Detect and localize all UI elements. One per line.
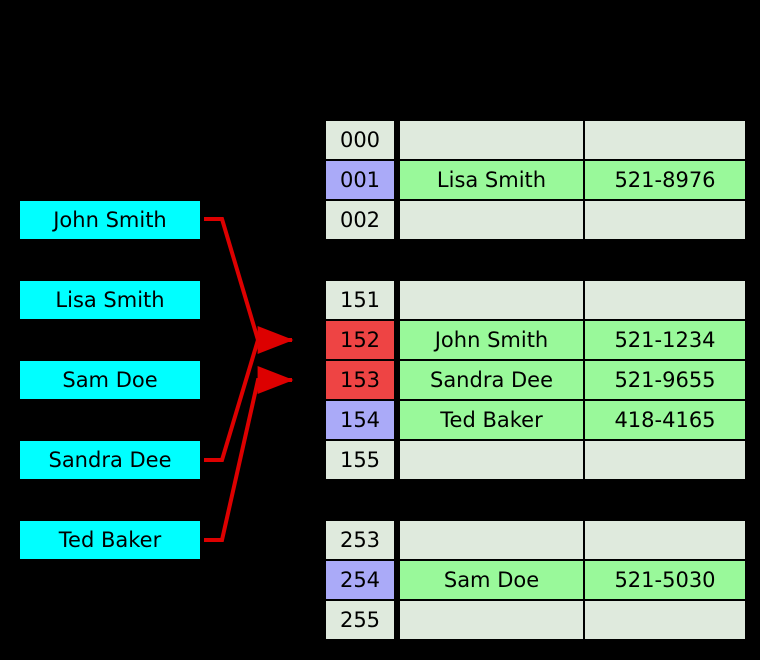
table-row: 254 Sam Doe 521-5030 [325, 560, 746, 600]
row-phone: 418-4165 [584, 400, 746, 440]
table-row: 255 [325, 600, 746, 640]
row-name [399, 120, 584, 160]
table-row: 151 [325, 280, 746, 320]
table-row: 002 [325, 200, 746, 240]
row-index: 000 [325, 120, 395, 160]
row-index: 153 [325, 360, 395, 400]
row-phone [584, 280, 746, 320]
key-label: Sam Doe [62, 367, 158, 392]
key-box-3: Sandra Dee [20, 441, 200, 479]
table-row: 253 [325, 520, 746, 560]
key-box-1: Lisa Smith [20, 281, 200, 319]
row-name: Ted Baker [399, 400, 584, 440]
table-block-000: 000 001 Lisa Smith 521-8976 002 [325, 120, 746, 240]
row-index: 002 [325, 200, 395, 240]
arrow-john-smith-to-152 [204, 217, 294, 354]
row-phone [584, 200, 746, 240]
row-index: 253 [325, 520, 395, 560]
row-index: 255 [325, 600, 395, 640]
row-index: 154 [325, 400, 395, 440]
arrow-sandra-dee-to-152 [204, 339, 260, 462]
row-name [399, 600, 584, 640]
row-name: Sam Doe [399, 560, 584, 600]
row-phone [584, 600, 746, 640]
row-index: 151 [325, 280, 395, 320]
row-phone: 521-9655 [584, 360, 746, 400]
row-phone [584, 120, 746, 160]
row-index: 001 [325, 160, 395, 200]
row-phone: 521-8976 [584, 160, 746, 200]
key-label: Lisa Smith [55, 287, 165, 312]
table-row: 154 Ted Baker 418-4165 [325, 400, 746, 440]
key-label: John Smith [53, 207, 167, 232]
table-row: 155 [325, 440, 746, 480]
key-box-2: Sam Doe [20, 361, 200, 399]
row-name [399, 280, 584, 320]
row-name [399, 520, 584, 560]
row-phone [584, 520, 746, 560]
row-index: 254 [325, 560, 395, 600]
row-phone: 521-5030 [584, 560, 746, 600]
table-block-253: 253 254 Sam Doe 521-5030 255 [325, 520, 746, 640]
arrow-ted-baker-to-153 [204, 366, 294, 542]
table-block-151: 151 152 John Smith 521-1234 153 Sandra D… [325, 280, 746, 480]
key-label: Sandra Dee [48, 447, 172, 472]
row-name [399, 200, 584, 240]
row-name: Sandra Dee [399, 360, 584, 400]
row-phone: 521-1234 [584, 320, 746, 360]
row-name [399, 440, 584, 480]
table-row: 152 John Smith 521-1234 [325, 320, 746, 360]
row-name: Lisa Smith [399, 160, 584, 200]
key-label: Ted Baker [58, 527, 162, 552]
row-index: 155 [325, 440, 395, 480]
key-box-0: John Smith [20, 201, 200, 239]
table-row: 153 Sandra Dee 521-9655 [325, 360, 746, 400]
row-name: John Smith [399, 320, 584, 360]
row-phone [584, 440, 746, 480]
table-row: 001 Lisa Smith 521-8976 [325, 160, 746, 200]
row-index: 152 [325, 320, 395, 360]
key-box-4: Ted Baker [20, 521, 200, 559]
table-row: 000 [325, 120, 746, 160]
